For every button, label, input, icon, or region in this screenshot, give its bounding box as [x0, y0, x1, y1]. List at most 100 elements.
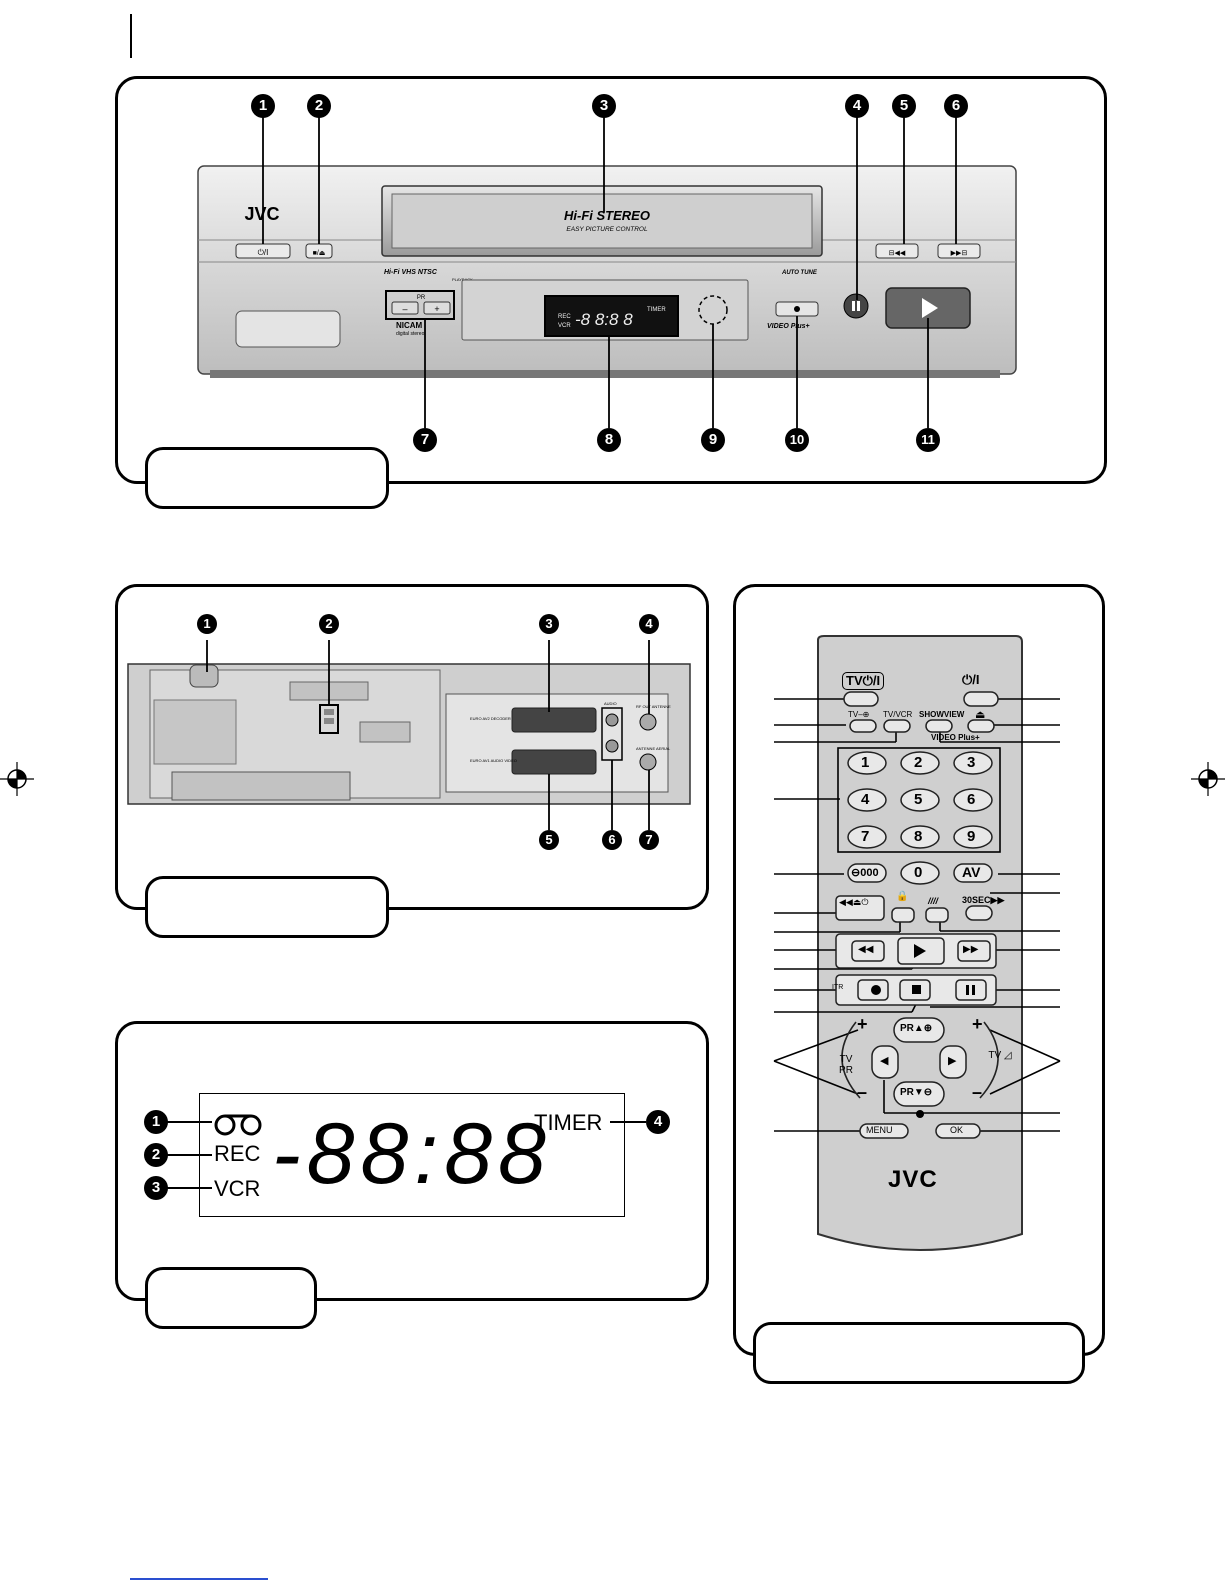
registration-mark-right — [1191, 762, 1225, 796]
remote-showview-button[interactable]: SHOWVIEW — [919, 710, 965, 719]
front-ff-label: ▶▶⊟ — [951, 250, 968, 257]
display-panel-label-box — [145, 1267, 317, 1329]
vcr-rear-illustration: EURO AV2 DECODER EURO AV1 AUDIO VIDEO AU… — [127, 640, 691, 830]
remote-vol-minus-button[interactable]: – — [972, 1082, 983, 1102]
front-callout-7: 7 — [413, 428, 437, 452]
remote-brand-logo: JVC — [888, 1166, 938, 1193]
front-rew-label: ⊟◀◀ — [889, 250, 906, 257]
rear-antenna-out-label: RF OUT ANTENNE — [636, 704, 671, 709]
footer-rule — [130, 1578, 268, 1580]
front-display-subtitle: EASY PICTURE CONTROL — [566, 226, 648, 233]
rear-callout-4: 4 — [639, 614, 659, 634]
display-panel-section — [115, 1021, 709, 1301]
remote-digit-8[interactable]: 8 — [914, 828, 923, 845]
remote-digit-0[interactable]: 0 — [914, 864, 923, 881]
rear-panel-section — [115, 584, 709, 910]
front-callout-9: 9 — [701, 428, 725, 452]
rear-callout-1: 1 — [197, 614, 217, 634]
lcd-rec-indicator: REC — [214, 1141, 261, 1166]
remote-stop-button[interactable]: ■ — [910, 982, 911, 983]
rear-panel-label-box — [145, 876, 389, 938]
front-nicam-sub: digital stereo — [396, 331, 425, 337]
rear-euro-tv-label: EURO AV1 AUDIO VIDEO — [470, 758, 517, 763]
remote-play-button[interactable]: ▶ — [913, 941, 914, 942]
front-panel-section — [115, 76, 1107, 484]
front-mini-lcd-digits: -8 8:8 8 — [575, 310, 633, 329]
front-pr-plus: + — [434, 304, 439, 314]
remote-digit-1[interactable]: 1 — [861, 754, 870, 771]
remote-tv-vol-label: TV ◿ — [988, 1050, 1012, 1061]
remote-eject-button[interactable]: ⏏ — [975, 709, 986, 721]
lcd-illustration — [166, 1114, 646, 1189]
remote-right-button[interactable]: ▶ — [948, 1055, 957, 1067]
front-pr-minus: – — [402, 304, 407, 314]
remote-digit-9[interactable]: 9 — [967, 828, 976, 845]
registration-mark-left — [0, 762, 34, 796]
remote-pr-minus-button[interactable]: – — [857, 1082, 868, 1102]
front-video-plus-logo: VIDEO Plus+ — [767, 323, 810, 330]
remote-rew-eject-button[interactable]: ◀◀⏏⏻ — [839, 897, 869, 907]
header-rule — [130, 14, 132, 58]
remote-clear-button[interactable]: ⊖000 — [851, 867, 879, 879]
front-stop-eject-label: ■/⏏ — [313, 250, 326, 257]
lcd-vcr-indicator: VCR — [214, 1176, 261, 1201]
remote-ok-button[interactable]: OK — [950, 1125, 964, 1135]
remote-digit-7[interactable]: 7 — [861, 828, 870, 845]
remote-skip-button[interactable]: 30SEC▶▶ — [962, 895, 1005, 905]
lcd-callout-1: 1 — [144, 1110, 168, 1134]
remote-digit-2[interactable]: 2 — [914, 754, 923, 771]
front-mini-lcd-rec: REC — [558, 314, 571, 320]
lcd-callout-2: 2 — [144, 1143, 168, 1167]
front-mini-lcd-vcr: VCR — [558, 323, 571, 329]
remote-label-box — [753, 1322, 1085, 1384]
remote-lock-icon[interactable]: 🔒 — [896, 891, 909, 902]
front-callout-2: 2 — [307, 94, 331, 118]
front-brand-logo: JVC — [244, 204, 279, 224]
remote-ff-button[interactable]: ▶▶ — [963, 944, 979, 955]
rear-callout-5: 5 — [539, 830, 559, 850]
remote-digit-5[interactable]: 5 — [914, 791, 923, 808]
front-callout-6: 6 — [944, 94, 968, 118]
front-callout-5: 5 — [892, 94, 916, 118]
remote-pr-up-button[interactable]: PR▲⊕ — [900, 1023, 933, 1034]
front-callout-10: 10 — [785, 428, 809, 452]
remote-power-button[interactable]: ⏻/I — [962, 672, 980, 687]
remote-left-button[interactable]: ◀ — [880, 1055, 889, 1067]
remote-digit-3[interactable]: 3 — [967, 754, 976, 771]
lcd-callout-3: 3 — [144, 1176, 168, 1200]
remote-index-button[interactable]: //// — [928, 896, 939, 906]
front-callout-11: 11 — [916, 428, 940, 452]
front-power-button-label: ⏻/I — [258, 248, 269, 257]
rear-callout-7: 7 — [639, 830, 659, 850]
remote-pr-down-button[interactable]: PR▼⊖ — [900, 1087, 933, 1098]
front-callout-8: 8 — [597, 428, 621, 452]
rear-antenna-in-label: ANTENNE AERIAL — [636, 746, 671, 751]
remote-record-button[interactable]: ● — [870, 982, 871, 983]
remote-digit-6[interactable]: 6 — [967, 791, 976, 808]
rear-euro-decoder-label: EURO AV2 DECODER — [470, 716, 511, 721]
remote-tv-vcr-button[interactable]: TV/VCR — [883, 710, 913, 719]
front-pr-label: PR — [417, 295, 426, 301]
remote-vol-plus-button[interactable]: + — [972, 1014, 983, 1034]
remote-tv-av-button[interactable]: TV–⊕ — [848, 710, 870, 719]
remote-digit-4[interactable]: 4 — [861, 791, 870, 808]
rear-callout-6: 6 — [602, 830, 622, 850]
rear-callout-3: 3 — [539, 614, 559, 634]
remote-itr-label: ITR — [832, 984, 844, 991]
remote-tv-power-button[interactable]: TV⏻/I — [842, 672, 885, 690]
rear-callout-2: 2 — [319, 614, 339, 634]
remote-menu-button[interactable]: MENU — [866, 1125, 893, 1135]
vcr-front-illustration: Hi-Fi STEREO EASY PICTURE CONTROL JVC ⏻/… — [197, 116, 1017, 428]
remote-tv-pr-label: TV PR — [839, 1054, 853, 1076]
front-ntsc-sub: PLAYBACK — [452, 277, 473, 282]
front-nicam-logo: NICAM — [396, 321, 423, 330]
remote-pause-button[interactable]: ❚❚ — [964, 982, 966, 983]
remote-pr-plus-button[interactable]: + — [857, 1014, 868, 1034]
front-panel-label-box — [145, 447, 389, 509]
front-callout-3: 3 — [592, 94, 616, 118]
remote-rew-button[interactable]: ◀◀ — [858, 944, 874, 955]
lcd-digits: -88:88 — [272, 1106, 552, 1202]
front-callout-4: 4 — [845, 94, 869, 118]
lcd-callout-4: 4 — [646, 1110, 670, 1134]
remote-av-button[interactable]: AV — [962, 864, 981, 880]
